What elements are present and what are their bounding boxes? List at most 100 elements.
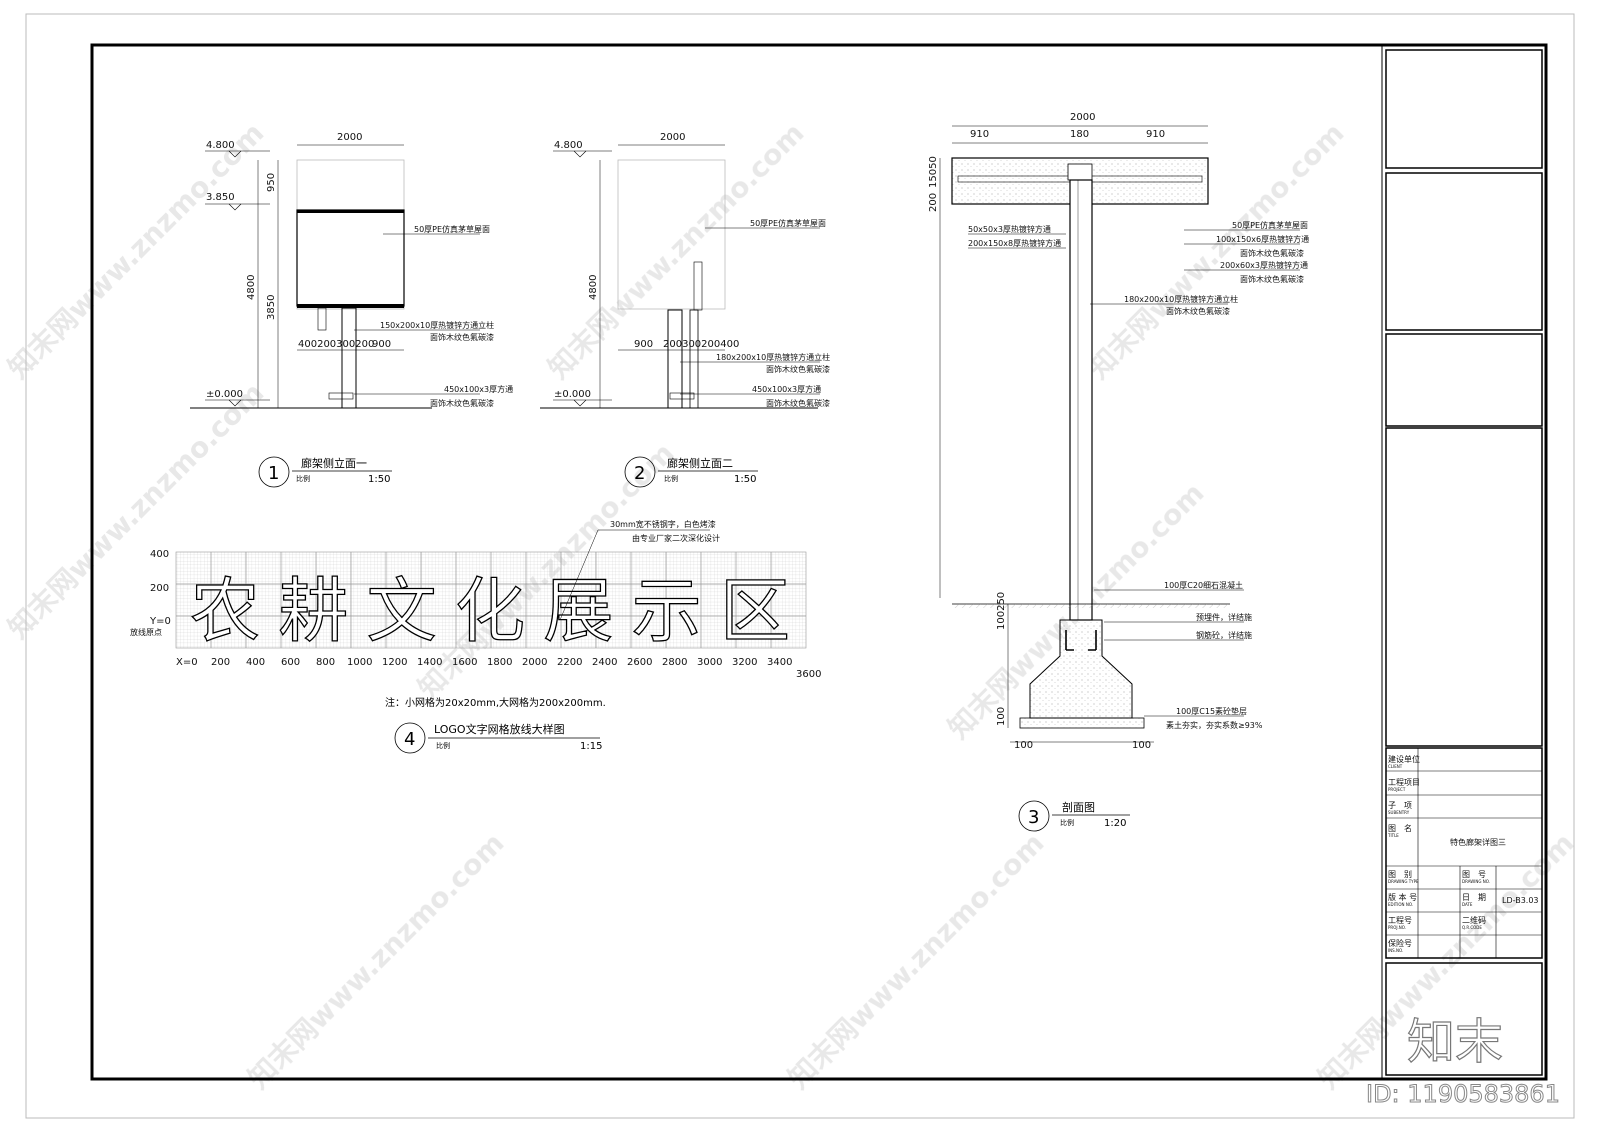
svg-text:100250: 100250 — [996, 592, 1007, 630]
svg-text:PROJECT: PROJECT — [1388, 787, 1406, 792]
svg-text:200: 200 — [211, 657, 230, 668]
svg-text:200: 200 — [928, 193, 939, 212]
svg-text:4.800: 4.800 — [206, 140, 235, 151]
elevation-1: 4.800 3.850 ±0.000 4800 950 3850 2000 40… — [190, 132, 513, 488]
logo-text: 农耕文化展示区 — [190, 570, 790, 652]
svg-text:SUBENTRY: SUBENTRY — [1388, 810, 1410, 815]
svg-text:面饰木纹色氟碳漆: 面饰木纹色氟碳漆 — [430, 398, 494, 408]
grid-note: 注：小网格为20x20mm,大网格为200x200mm. — [385, 696, 606, 709]
svg-text:1600: 1600 — [452, 657, 477, 668]
svg-text:图 号: 图 号 — [1462, 870, 1486, 879]
svg-text:保险号: 保险号 — [1388, 938, 1412, 948]
svg-text:400: 400 — [150, 549, 169, 560]
svg-text:100: 100 — [1014, 740, 1033, 751]
svg-text:950: 950 — [266, 173, 277, 192]
svg-text:预埋件，详结施: 预埋件，详结施 — [1196, 612, 1252, 622]
svg-text:100: 100 — [1132, 740, 1151, 751]
svg-text:3400: 3400 — [767, 657, 792, 668]
outer-frame — [25, 13, 1575, 1119]
scale: 1:15 — [580, 741, 602, 752]
detail-number: 2 — [634, 463, 645, 484]
svg-text:30mm宽不锈钢字，白色烤漆: 30mm宽不锈钢字，白色烤漆 — [610, 519, 716, 529]
svg-text:2000: 2000 — [1070, 112, 1095, 123]
svg-text:2000: 2000 — [337, 132, 362, 143]
svg-text:1400: 1400 — [417, 657, 442, 668]
svg-text:放线原点: 放线原点 — [130, 627, 162, 637]
detail-title: 廊架侧立面一 — [301, 456, 367, 470]
svg-text:面饰木纹色氟碳漆: 面饰木纹色氟碳漆 — [766, 398, 830, 408]
logo-grid-major — [176, 552, 806, 648]
svg-text:3200: 3200 — [732, 657, 757, 668]
znzmo-logo: 知末 — [1407, 1014, 1503, 1070]
svg-text:3850: 3850 — [266, 295, 277, 320]
svg-text:±0.000: ±0.000 — [206, 389, 243, 400]
drawing-border — [90, 43, 1548, 1081]
scale: 1:20 — [1104, 818, 1126, 829]
svg-text:X=0: X=0 — [176, 657, 198, 668]
svg-text:2200: 2200 — [557, 657, 582, 668]
svg-text:版 本 号: 版 本 号 — [1388, 892, 1417, 902]
svg-text:450x100x3厚方通: 450x100x3厚方通 — [752, 384, 821, 394]
svg-text:日 期: 日 期 — [1462, 893, 1486, 902]
svg-text:3600: 3600 — [796, 669, 821, 680]
scale: 1:50 — [734, 474, 756, 485]
svg-text:4800: 4800 — [246, 275, 257, 300]
svg-text:钢筋砼，详结施: 钢筋砼，详结施 — [1196, 630, 1252, 640]
svg-text:910: 910 — [1146, 129, 1165, 140]
watermark-text: 知末网www.znzmo.com — [2, 116, 271, 385]
svg-text:LD-B3.03: LD-B3.03 — [1502, 896, 1539, 905]
svg-text:PROJ.NO.: PROJ.NO. — [1388, 925, 1406, 930]
detail-number: 1 — [268, 463, 279, 484]
svg-text:建设单位: 建设单位 — [1388, 754, 1420, 764]
svg-text:200x150x8厚热镀锌方通: 200x150x8厚热镀锌方通 — [968, 238, 1061, 248]
svg-text:CLIENT: CLIENT — [1388, 764, 1403, 769]
svg-text:910: 910 — [970, 129, 989, 140]
detail-number-circle — [1018, 800, 1050, 832]
svg-text:50厚PE仿真茅草屋面: 50厚PE仿真茅草屋面 — [750, 218, 826, 228]
watermark-text: 知末网www.znzmo.com — [242, 826, 511, 1095]
svg-text:1200: 1200 — [382, 657, 407, 668]
watermark-id: ID: 1190583861 — [1366, 1080, 1560, 1108]
detail-number: 4 — [404, 729, 415, 750]
level-marker: 4.800 ±0.000 — [553, 140, 612, 407]
svg-text:100: 100 — [996, 707, 1007, 726]
x-axis-labels: X=0 200 400 600 800 1000 1200 1400 1600 … — [176, 657, 821, 680]
detail-title: LOGO文字网格放线大样图 — [434, 722, 565, 736]
svg-text:2600: 2600 — [627, 657, 652, 668]
svg-text:50厚PE仿真茅草屋面: 50厚PE仿真茅草屋面 — [1232, 220, 1308, 230]
title-block: 建设单位 CLIENT 工程项目 PROJECT 子 项 SUBENTRY 图 … — [1381, 45, 1543, 1079]
svg-text:比例: 比例 — [1060, 818, 1074, 827]
watermark-text: 知末网www.znzmo.com — [782, 826, 1051, 1095]
svg-text:100厚C20细石混凝土: 100厚C20细石混凝土 — [1164, 580, 1243, 590]
detail-number-circle — [258, 456, 290, 488]
svg-text:比例: 比例 — [296, 474, 310, 483]
svg-text:面饰木纹色氟碳漆: 面饰木纹色氟碳漆 — [766, 364, 830, 374]
detail-title: 剖面图 — [1062, 800, 1095, 814]
drawing-title: 特色廊架详图三 — [1450, 837, 1506, 847]
svg-text:4.800: 4.800 — [554, 140, 583, 151]
svg-text:900: 900 — [372, 339, 391, 350]
svg-text:图 别: 图 别 — [1388, 870, 1412, 879]
svg-text:600: 600 — [281, 657, 300, 668]
svg-text:200: 200 — [150, 583, 169, 594]
svg-text:图 名: 图 名 — [1388, 823, 1412, 833]
svg-text:DRAWING NO.: DRAWING NO. — [1462, 879, 1490, 884]
svg-text:DATE: DATE — [1462, 902, 1473, 907]
svg-text:2800: 2800 — [662, 657, 687, 668]
svg-text:EDITION NO.: EDITION NO. — [1388, 902, 1413, 907]
scale: 1:50 — [368, 474, 390, 485]
svg-text:2400: 2400 — [592, 657, 617, 668]
svg-text:面饰木纹色氟碳漆: 面饰木纹色氟碳漆 — [430, 332, 494, 342]
svg-text:INS.NO.: INS.NO. — [1388, 948, 1403, 953]
svg-text:3000: 3000 — [697, 657, 722, 668]
svg-text:DRAWING TYPE: DRAWING TYPE — [1388, 879, 1419, 884]
svg-text:400200300200: 400200300200 — [298, 339, 374, 350]
svg-text:比例: 比例 — [436, 741, 450, 750]
svg-text:2000: 2000 — [660, 132, 685, 143]
detail-title: 廊架侧立面二 — [667, 456, 733, 470]
detail-number-circle — [624, 456, 656, 488]
detail-number: 3 — [1028, 807, 1039, 828]
level-marker: 4.800 3.850 ±0.000 — [205, 140, 270, 407]
svg-text:面饰木纹色氟碳漆: 面饰木纹色氟碳漆 — [1240, 274, 1304, 284]
